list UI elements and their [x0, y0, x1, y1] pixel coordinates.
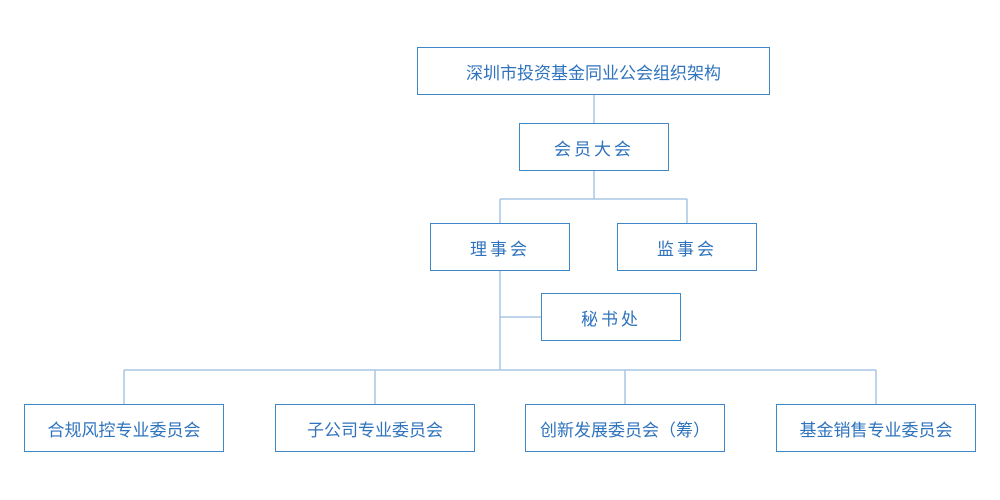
- node-committee-innovation: 创新发展委员会（筹）: [525, 404, 725, 452]
- node-general-assembly: 会员大会: [519, 123, 669, 171]
- node-board-of-directors: 理事会: [430, 223, 570, 271]
- node-title: 深圳市投资基金同业公会组织架构: [417, 47, 770, 95]
- node-board-of-supervisors: 监事会: [617, 223, 757, 271]
- node-committee-compliance: 合规风控专业委员会: [24, 404, 224, 452]
- node-secretariat: 秘书处: [541, 293, 681, 341]
- node-committee-subsidiary: 子公司专业委员会: [275, 404, 475, 452]
- node-committee-fund-sales: 基金销售专业委员会: [776, 404, 976, 452]
